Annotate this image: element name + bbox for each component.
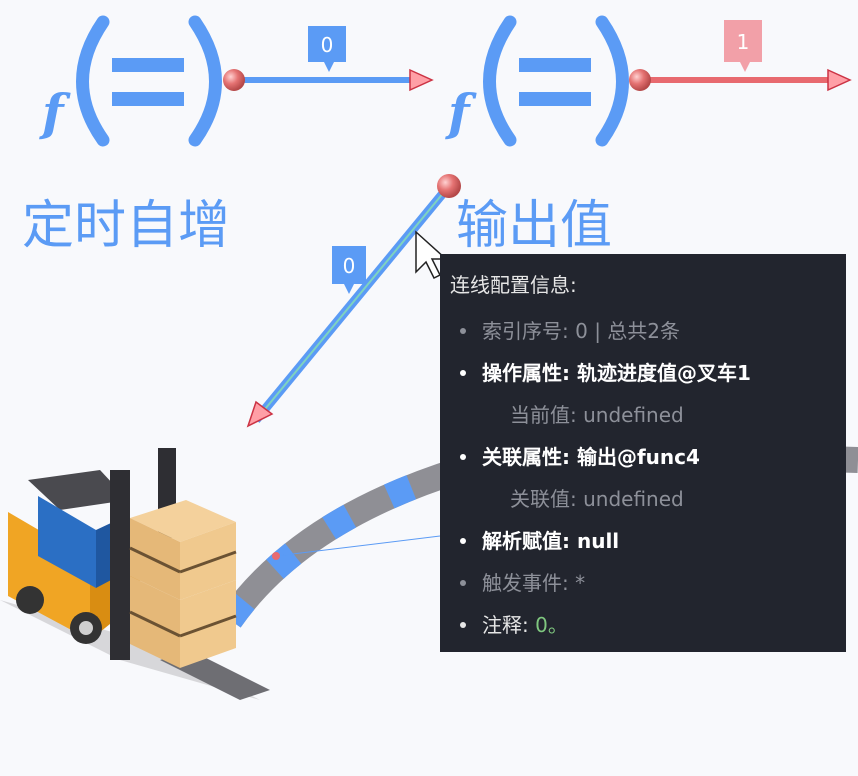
index-label: 索引序号: [482, 319, 569, 343]
note-value: 0。 [535, 613, 568, 637]
current-label: 当前值: [510, 403, 577, 427]
arrow-head-icon [827, 68, 852, 92]
node-label-timer-increment: 定时自增 [22, 196, 231, 256]
link-index-badge [308, 26, 346, 62]
track-point[interactable] [272, 552, 280, 560]
function-f-icon: f [39, 83, 71, 142]
tooltip-row-op-prop: 操作属性: 轨迹进度值@叉车1 [450, 352, 846, 394]
paren-left-icon [483, 15, 517, 147]
tooltip-row-trigger: 触发事件: * [450, 562, 846, 604]
arrow-head-icon [409, 68, 434, 92]
trigger-label: 触发事件: [482, 571, 569, 595]
function-node-left[interactable]: f [39, 15, 222, 147]
op-prop-value: 轨迹进度值@叉车1 [576, 361, 751, 385]
paren-right-icon [595, 15, 629, 147]
function-f-icon: f [445, 83, 477, 142]
link-handle[interactable] [437, 174, 461, 198]
tooltip-row-current: 当前值: undefined [450, 394, 846, 436]
tooltip-row-linked-prop: 关联属性: 输出@func4 [450, 436, 846, 478]
paren-left-icon [76, 15, 110, 147]
link-index-text: 0 [343, 254, 356, 278]
tooltip-title: 连线配置信息: [450, 273, 577, 297]
equals-icon [112, 58, 184, 72]
op-prop-label: 操作属性: [482, 361, 570, 385]
current-value: undefined [583, 403, 684, 427]
index-value: 0 | 总共2条 [575, 319, 681, 343]
function-node-right[interactable]: f [445, 15, 629, 147]
tooltip-row-parse: 解析赋值: null [450, 520, 846, 562]
track-guide-line [275, 535, 441, 557]
tooltip-row-index: 索引序号: 0 | 总共2条 [450, 310, 846, 352]
link-index-text: 1 [737, 30, 750, 54]
forklift-image[interactable] [0, 448, 270, 700]
link-handle[interactable] [223, 69, 245, 91]
linked-prop-label: 关联属性: [482, 445, 570, 469]
link-connector-blue[interactable]: 0 [223, 26, 434, 92]
trigger-value: * [575, 571, 586, 595]
link-connector-red[interactable]: 1 [629, 20, 852, 92]
link-handle[interactable] [629, 69, 651, 91]
node-label-output-value: 输出值 [456, 196, 613, 256]
parse-label: 解析赋值: [482, 529, 570, 553]
tooltip-row-note: 注释: 0。 [450, 604, 846, 646]
linked-value-label: 关联值: [510, 487, 577, 511]
note-label: 注释: [482, 613, 529, 637]
link-index-text: 0 [321, 33, 334, 57]
linked-prop-value: 输出@func4 [576, 445, 700, 469]
link-index-badge [724, 20, 762, 62]
arrow-head-icon [246, 400, 274, 428]
parse-value: null [576, 529, 620, 553]
tooltip-row-linked-value: 关联值: undefined [450, 478, 846, 520]
link-connector-diagonal[interactable]: 0 [246, 174, 461, 428]
link-config-tooltip: 连线配置信息: 索引序号: 0 | 总共2条 操作属性: 轨迹进度值@叉车1 当… [440, 254, 846, 652]
linked-value-value: undefined [583, 487, 684, 511]
link-index-badge [332, 246, 366, 284]
equals-icon [519, 58, 591, 72]
paren-right-icon [188, 15, 222, 147]
